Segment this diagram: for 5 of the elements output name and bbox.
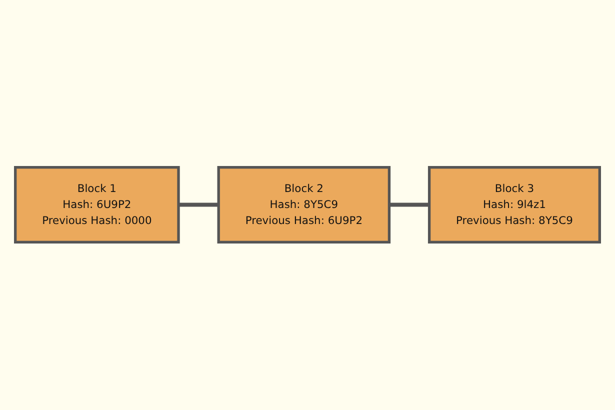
node-box: Block 1 Hash: 6U9P2 Previous Hash: 0000 <box>14 166 180 244</box>
connector <box>178 202 219 207</box>
connector <box>389 202 430 207</box>
node-box: Block 2 Hash: 8Y5C9 Previous Hash: 6U9P2 <box>217 166 391 244</box>
node-box: Block 3 Hash: 9l4z1 Previous Hash: 8Y5C9 <box>428 166 601 244</box>
